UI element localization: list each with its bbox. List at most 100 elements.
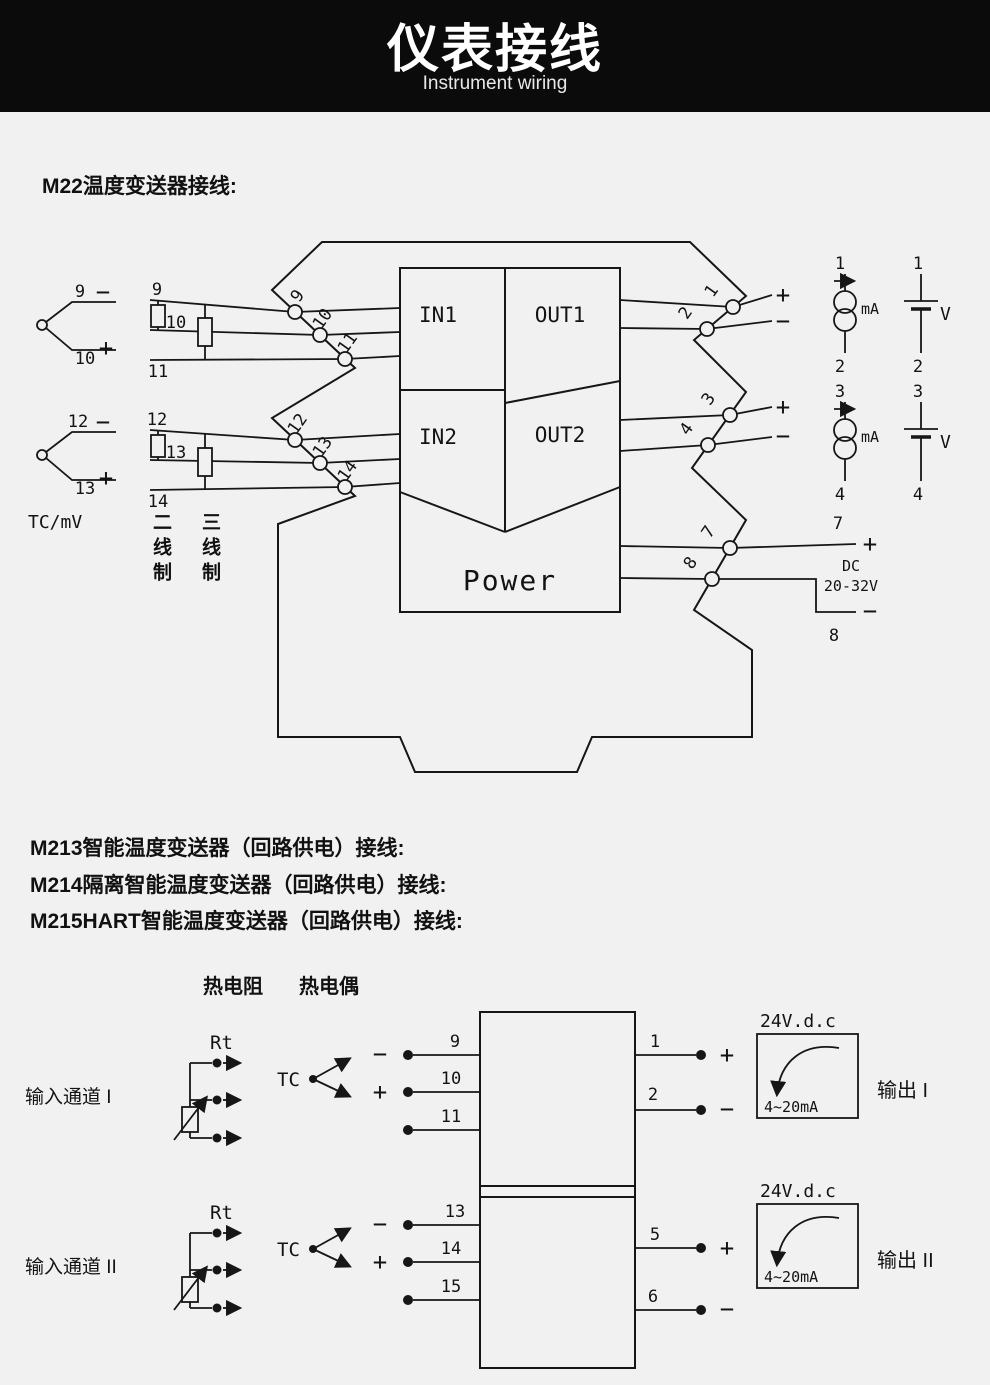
out2-plus-sign: + <box>720 1234 734 1262</box>
sensor1-plus-sign: + <box>99 334 113 362</box>
v1-label: V <box>940 304 951 325</box>
label-power: Power <box>463 564 557 597</box>
col-num-10: 10 <box>166 313 186 333</box>
label-output-1: 输出 I <box>877 1079 928 1102</box>
terminal-8 <box>704 571 720 587</box>
out1-num-1: 1 <box>650 1032 660 1052</box>
sensor2-minus-sign: − <box>96 408 110 436</box>
transmitter-housing-outline <box>270 241 753 773</box>
dc-minus: − <box>863 597 877 625</box>
dc-plus: + <box>863 530 877 558</box>
rt2-label: Rt <box>210 1202 233 1224</box>
two-wire-rtd-resistor-2 <box>150 434 166 458</box>
out2-num-6: 6 <box>648 1287 658 1307</box>
out1-minus: − <box>776 307 790 335</box>
sensor2-plus-sign: + <box>99 464 113 492</box>
ch1-num-11: 11 <box>441 1107 461 1127</box>
tc1-minus: − <box>373 1040 387 1068</box>
terminal-13 <box>312 455 328 471</box>
label-tc-mv: TC/mV <box>28 512 82 533</box>
terminal-7 <box>722 540 738 556</box>
ch1-num-10: 10 <box>441 1069 461 1089</box>
page-subtitle: Instrument wiring <box>422 73 568 95</box>
tc1-label: TC <box>277 1069 300 1091</box>
range2-label: 4~20mA <box>764 1268 818 1286</box>
out1-minus-sign: − <box>720 1095 734 1123</box>
v2-top-num: 3 <box>913 382 923 402</box>
ma1-bot-num: 2 <box>835 357 845 377</box>
terminal-3 <box>722 407 738 423</box>
dc-top-num: 7 <box>833 514 843 534</box>
v-meter-out2: 3 V 4 <box>904 382 951 505</box>
loop-arrow-2 <box>770 1216 840 1268</box>
ma1-top-num: 1 <box>835 254 845 274</box>
terminal-12 <box>287 432 303 448</box>
dc-bot-num: 8 <box>829 626 839 646</box>
col-num-9: 9 <box>152 280 162 300</box>
terminal-9 <box>287 304 303 320</box>
out2-num-5: 5 <box>650 1225 660 1245</box>
tc2-minus: − <box>373 1210 387 1238</box>
three-wire-rtd-resistor-2 <box>197 447 213 477</box>
two-wire-rtd-resistor-1 <box>150 304 166 328</box>
tc2-plus: + <box>373 1248 387 1276</box>
sensor1-minus-sign: − <box>96 278 110 306</box>
v1-bot-num: 2 <box>913 357 923 377</box>
three-wire-rtd-resistor-1 <box>197 317 213 347</box>
terminal-14 <box>337 479 353 495</box>
loop-arrow-1 <box>770 1046 840 1098</box>
ch2-num-14: 14 <box>441 1239 461 1259</box>
module-block: IN1 OUT1 IN2 OUT2 Power <box>399 267 621 613</box>
tc-sensor-junction-1 <box>36 319 48 331</box>
dc-range: 20-32V <box>824 577 878 595</box>
ma2-bot-num: 4 <box>835 485 845 505</box>
ma2-label: mA <box>861 428 879 446</box>
terminal-7-num: 7 <box>698 522 720 542</box>
label-out2: OUT2 <box>535 423 586 447</box>
sensor2-bot-num: 13 <box>75 479 95 499</box>
v2-label: V <box>940 432 951 453</box>
dc-label: DC <box>842 557 860 575</box>
v1-top-num: 1 <box>913 254 923 274</box>
terminal-1-num: 1 <box>701 281 723 301</box>
v2-bot-num: 4 <box>913 485 923 505</box>
section-label-m214: M214隔离智能温度变送器（回路供电）接线: <box>30 874 447 897</box>
out2-minus-sign: − <box>720 1295 734 1323</box>
rtd-symbol-ch2: Rt <box>173 1202 243 1317</box>
out2-minus: − <box>776 422 790 450</box>
label-out1: OUT1 <box>535 303 586 327</box>
tc1-plus: + <box>373 1078 387 1106</box>
transmitter-block <box>479 1011 636 1369</box>
col-num-14: 14 <box>148 492 168 512</box>
label-in2: IN2 <box>419 425 457 449</box>
terminal-2 <box>699 321 715 337</box>
ma-meter-out2: 3 mA 4 <box>833 382 879 505</box>
label-input-channel-2: 输入通道 II <box>25 1256 117 1278</box>
terminal-10 <box>312 327 328 343</box>
col-num-11: 11 <box>148 362 168 382</box>
dc-supply: 7 + DC 20-32V − 8 <box>824 514 878 646</box>
ch1-num-9: 9 <box>450 1032 460 1052</box>
ch2-num-13: 13 <box>445 1202 465 1222</box>
terminal-3-num: 3 <box>698 389 720 409</box>
col-num-12: 12 <box>147 410 167 430</box>
tc-symbol-ch1: TC − + <box>277 1040 387 1106</box>
section-label-m22: M22温度变送器接线: <box>42 175 237 198</box>
label-input-channel-1: 输入通道 I <box>25 1086 112 1108</box>
col-num-13: 13 <box>166 443 186 463</box>
out1-plus: + <box>776 281 790 309</box>
m21x-diagram: 热电阻 热电偶 输入通道 I 输入通道 II 输出 I 输出 II Rt <box>25 974 934 1369</box>
label-three-wire: 三线制 <box>199 512 220 587</box>
ch2-num-15: 15 <box>441 1277 461 1297</box>
out1-plus-sign: + <box>720 1041 734 1069</box>
range1-label: 4~20mA <box>764 1098 818 1116</box>
terminal-1 <box>725 299 741 315</box>
supply-box-2: 24V.d.c 4~20mA <box>756 1181 859 1289</box>
sensor1-bot-num: 10 <box>75 349 95 369</box>
ma1-label: mA <box>861 300 879 318</box>
header-banner: 仪表接线 Instrument wiring <box>0 0 990 112</box>
label-two-wire: 二线制 <box>150 512 171 587</box>
terminal-4-num: 4 <box>676 419 698 439</box>
terminal-4 <box>700 437 716 453</box>
section-label-m215: M215HART智能温度变送器（回路供电）接线: <box>30 910 463 933</box>
